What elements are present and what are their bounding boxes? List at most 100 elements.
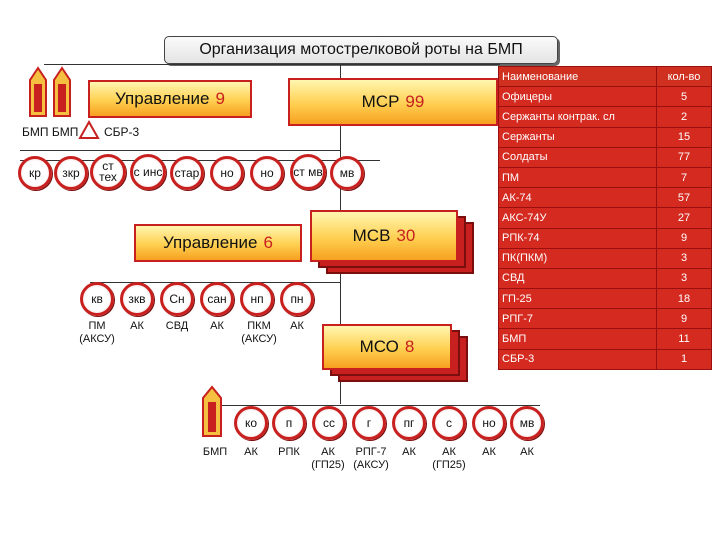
- table-cell-name: ПМ: [498, 166, 657, 189]
- role-circle-st-teh: ст тех: [90, 154, 126, 190]
- role-circle-st-mv: ст мв: [290, 154, 326, 190]
- role-circle-zkv: зкв: [120, 282, 154, 316]
- role-label: ст мв: [293, 164, 323, 179]
- squad-vehicle-icon: [202, 385, 222, 437]
- table-cell-name: РПГ-7: [498, 308, 657, 330]
- table-cell-name: СБР-3: [498, 348, 657, 370]
- weapon-label: АК: [130, 320, 144, 332]
- weapon-label: АК: [482, 446, 496, 458]
- role-label: пн: [290, 291, 304, 306]
- role-circle-pg: пг: [392, 406, 426, 440]
- role-label: сс: [323, 415, 335, 430]
- role-circle-g: г: [352, 406, 386, 440]
- role-circle-pn: пн: [280, 282, 314, 316]
- role-circle-np: нп: [240, 282, 274, 316]
- table-cell-qty: 15: [656, 126, 712, 148]
- role-circle-kr: кр: [18, 156, 52, 190]
- role-circle-star: стар: [170, 156, 204, 190]
- role-label: мв: [339, 165, 355, 180]
- table-cell-qty: 7: [656, 166, 712, 189]
- role-circle-ko: ко: [234, 406, 268, 440]
- hq-box: Управление 9: [88, 80, 252, 118]
- table-cell-name: Офицеры: [498, 86, 657, 108]
- company-label: МСР: [361, 92, 400, 111]
- hq-count: 9: [215, 89, 225, 108]
- role-label: но: [220, 165, 234, 180]
- table-header-name: Наименование: [498, 65, 657, 88]
- table-cell-qty: 27: [656, 207, 712, 229]
- role-circle-p: п: [272, 406, 306, 440]
- table-cell-qty: 3: [656, 247, 712, 269]
- role-circle-s: с: [432, 406, 466, 440]
- role-circle-zkr: зкр: [54, 156, 88, 190]
- table-cell-qty: 18: [656, 288, 712, 310]
- company-box: МСР 99: [288, 78, 498, 126]
- role-label: п: [285, 415, 293, 430]
- weapon-label: АК: [402, 446, 416, 458]
- role-label: кв: [91, 291, 103, 306]
- table-cell-name: СВД: [498, 267, 657, 290]
- weapon-label: РПГ-7 (АКСУ): [353, 446, 389, 471]
- table-cell-qty: 9: [656, 308, 712, 330]
- role-label: зкр: [62, 165, 80, 180]
- role-label: г: [366, 415, 372, 430]
- role-circle-sn: Сн: [160, 282, 194, 316]
- table-cell-name: ПК(ПКМ): [498, 247, 657, 269]
- role-circle-kv: кв: [80, 282, 114, 316]
- weapon-label: АК: [520, 446, 534, 458]
- table-cell-qty: 5: [656, 86, 712, 108]
- squad-label: МСО: [359, 337, 399, 356]
- hq-vehicles-label: БМП БМП: [22, 125, 79, 139]
- role-label: но: [260, 165, 274, 180]
- table-header-row: Наименование кол-во: [498, 65, 712, 88]
- hq-roles-line: [20, 160, 380, 161]
- role-label: кр: [29, 165, 41, 180]
- platoon-label: МСВ: [352, 226, 391, 245]
- title-text: Организация мотострелковой роты на БМП: [199, 41, 523, 58]
- weapon-label: РПК: [278, 446, 300, 458]
- top-connector-line: [44, 64, 500, 65]
- squad-vehicle-label: БМП: [202, 446, 228, 458]
- hq-connector-line: [20, 150, 340, 151]
- table-row: ПК(ПКМ)3: [498, 247, 712, 269]
- table-cell-name: Сержанты: [498, 126, 657, 148]
- role-label: ко: [244, 415, 258, 430]
- role-label: мв: [519, 415, 535, 430]
- weapon-label: АК (ГП25): [311, 446, 345, 471]
- weapon-label: ПМ (АКСУ): [79, 320, 115, 345]
- squad-box: МСО 8: [322, 324, 452, 370]
- radar-triangle-icon: [78, 120, 100, 139]
- platoon-box: МСВ 30: [310, 210, 458, 262]
- role-circle-no-2: но: [250, 156, 284, 190]
- role-label: Сн: [169, 291, 185, 306]
- platoon-hq-box: Управление 6: [134, 224, 302, 262]
- table-cell-qty: 11: [656, 328, 712, 350]
- role-circle-s-ins: с инс: [130, 154, 166, 190]
- table-cell-name: Сержанты контрак. сл: [498, 106, 657, 128]
- hq-weapon-label: СБР-3: [104, 125, 140, 139]
- role-label: но: [482, 415, 496, 430]
- role-label: ст тех: [99, 159, 117, 184]
- hq-vehicle-icons: [29, 66, 71, 117]
- role-circle-san: сан: [200, 282, 234, 316]
- role-label: сан: [207, 291, 227, 306]
- weapon-label: АК: [210, 320, 224, 332]
- table-cell-qty: 77: [656, 146, 712, 168]
- weapon-label: ПКМ (АКСУ): [241, 320, 277, 345]
- table-cell-qty: 1: [656, 348, 712, 370]
- role-label: стар: [174, 165, 200, 180]
- table-cell-name: ГП-25: [498, 288, 657, 310]
- table-cell-qty: 3: [656, 267, 712, 290]
